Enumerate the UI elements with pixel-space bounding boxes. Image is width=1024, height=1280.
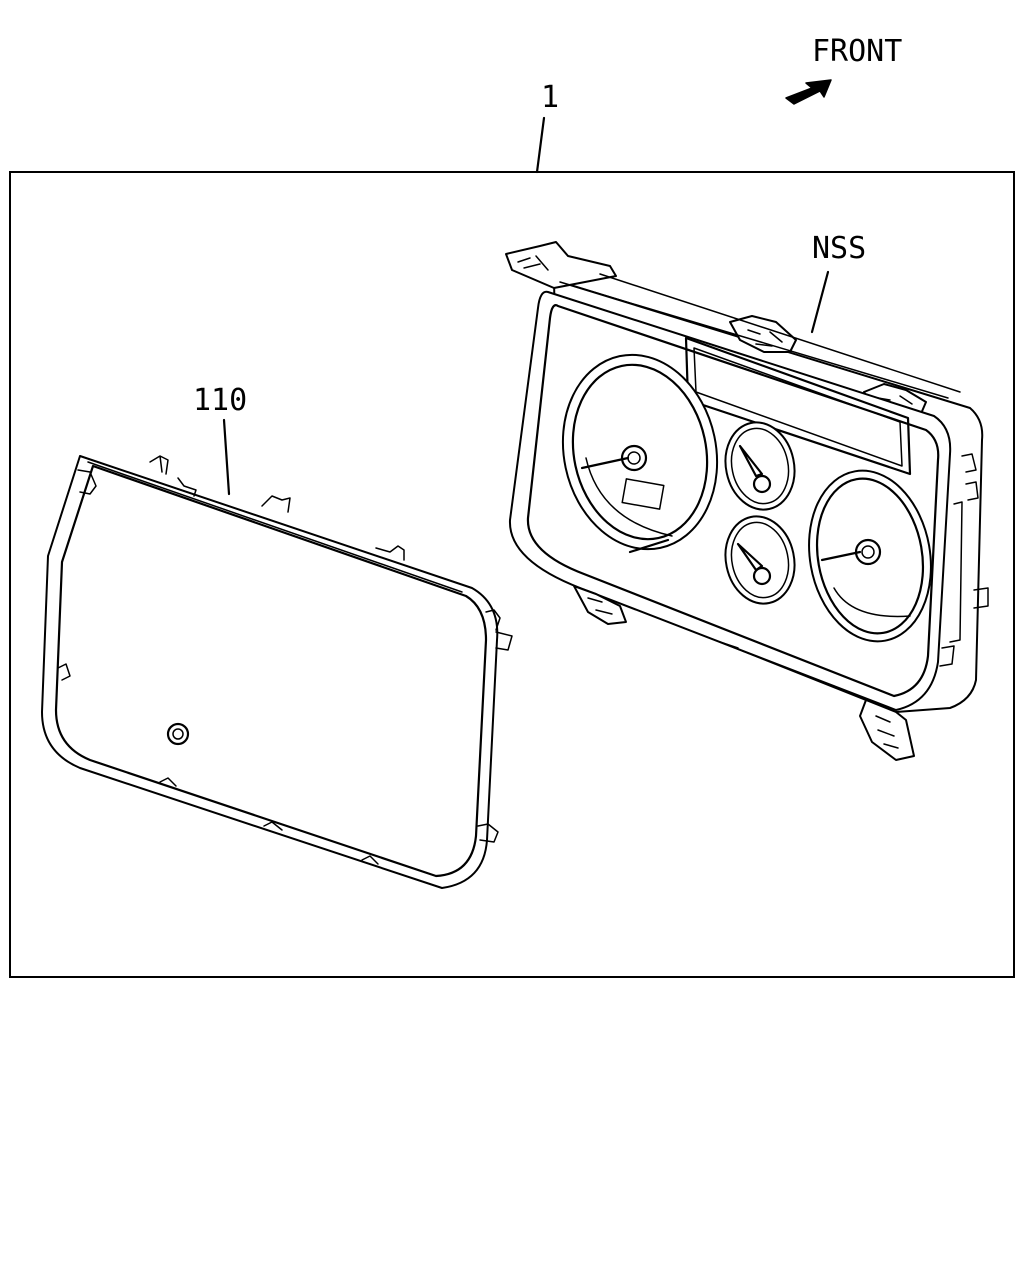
- lens-cover-part: [41, 455, 513, 889]
- front-arrow-icon: [785, 79, 832, 105]
- assembly-frame: [9, 171, 1015, 978]
- lens-cover-label: 110: [193, 383, 247, 418]
- assembly-leader-line: [535, 116, 546, 174]
- assembly-label: 1: [541, 80, 559, 115]
- lens-cover-leader-line: [222, 418, 231, 496]
- nss-label: NSS: [812, 231, 866, 266]
- front-label: FRONT: [812, 34, 902, 69]
- nss-leader-line: [810, 270, 830, 334]
- instrument-cluster-part: [505, 241, 989, 761]
